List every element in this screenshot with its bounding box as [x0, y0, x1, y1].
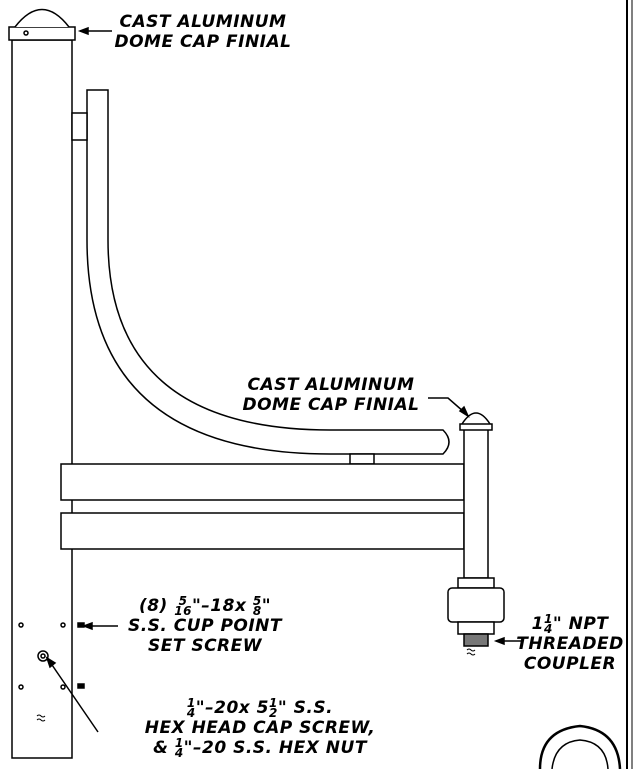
top-finial-label-line2: DOME CAP FINIAL: [114, 32, 292, 52]
arm-spacer: [349, 453, 375, 465]
top-finial-base: [8, 26, 76, 41]
main-post: [11, 39, 73, 759]
title-block-circle: [538, 724, 622, 769]
set-screw-len-num: 5: [252, 594, 262, 608]
nut-num: 1: [174, 736, 184, 750]
leader-bolt: [49, 661, 99, 733]
drop-pipe-collar: [457, 577, 495, 589]
set-screw-dia-num: 5: [178, 594, 188, 608]
bolt-thread: "–20x 5: [195, 698, 270, 718]
coupler-line3: COUPLER: [523, 654, 617, 674]
coupler-size-num: 1: [543, 612, 553, 626]
bolt-head: [37, 650, 49, 662]
arm-finial-label: CAST ALUMINUM DOME CAP FINIAL: [240, 375, 422, 415]
set-screw-inch: ": [261, 596, 272, 616]
coupler-size-whole: 1: [531, 614, 544, 634]
set-screw-line3: SET SCREW: [147, 636, 263, 656]
set-screw-len-den: 8: [252, 604, 262, 618]
leader-arm-finial: [428, 397, 465, 413]
drop-pipe: [463, 427, 489, 579]
arm-finial-dome: [461, 412, 491, 425]
set-screw-qty: (8): [138, 596, 168, 616]
top-finial-label: CAST ALUMINUM DOME CAP FINIAL: [113, 12, 293, 52]
coupler-line2: THREADED: [516, 634, 624, 654]
top-finial-dome: [14, 8, 70, 28]
nut-rest: "–20 S.S. HEX NUT: [183, 738, 367, 758]
bolt-dia-den: 4: [186, 706, 196, 720]
bolt-len-den: 2: [269, 706, 278, 720]
scroll-arm: [86, 89, 450, 455]
coupler-size-rest: " NPT: [552, 614, 609, 634]
threaded-coupler: [463, 633, 489, 647]
top-finial-label-line1: CAST ALUMINUM: [119, 12, 287, 32]
lower-crossbar: [60, 512, 465, 550]
bolt-dia-num: 1: [186, 696, 196, 710]
set-screw-dia-den: 16: [174, 604, 192, 618]
coupler-body: [447, 587, 505, 623]
bolt-line2: HEX HEAD CAP SCREW,: [144, 718, 376, 738]
arm-finial-label-line1: CAST ALUMINUM: [247, 375, 415, 395]
set-screw-line2: S.S. CUP POINT: [127, 616, 283, 636]
coupler-size-den: 4: [543, 622, 553, 636]
arm-mount-block: [71, 112, 88, 141]
arm-finial-label-line2: DOME CAP FINIAL: [242, 395, 420, 415]
bolt-len-num: 1: [269, 696, 278, 710]
bolt-rest: " S.S.: [277, 698, 334, 718]
nut-prefix: &: [153, 738, 169, 758]
nut-den: 4: [174, 746, 184, 760]
set-screw-thread: "–18x: [191, 596, 247, 616]
upper-crossbar: [60, 463, 465, 501]
